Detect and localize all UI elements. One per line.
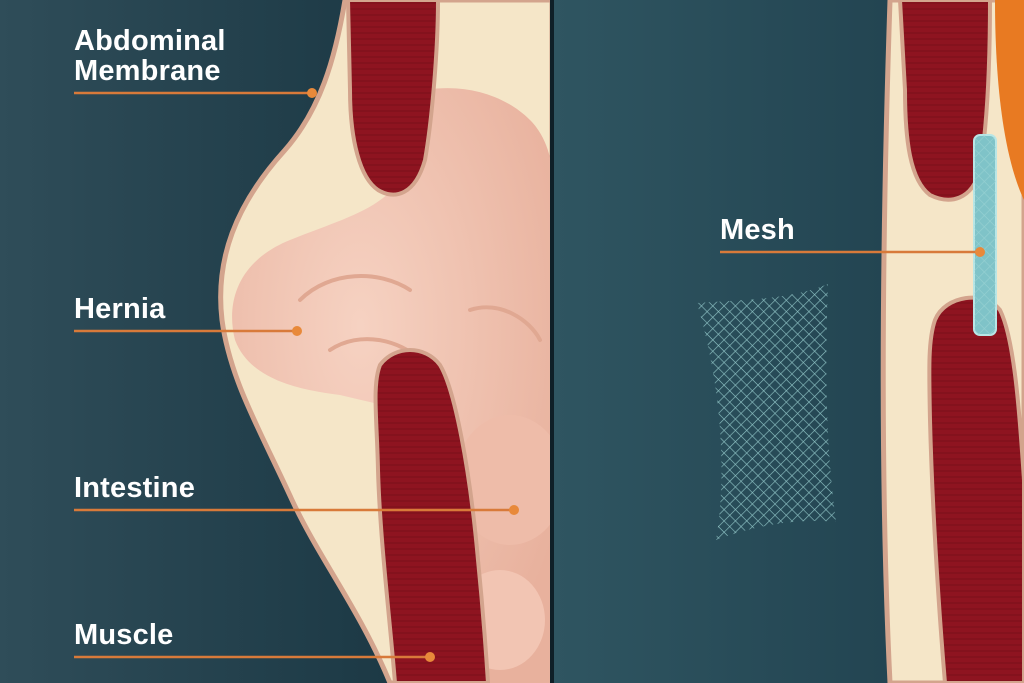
leader-lines: [74, 88, 985, 662]
panel-divider: [550, 0, 554, 683]
label-muscle: Muscle: [74, 619, 174, 651]
membrane-marker: [307, 88, 317, 98]
label-intestine: Intestine: [74, 472, 196, 504]
right-lower-muscle: [927, 295, 1024, 683]
left-panel: [0, 0, 565, 683]
upper-muscle: [345, 0, 441, 197]
hernia-marker: [292, 326, 302, 336]
label-abdominal-line-1: Abdominal: [74, 25, 226, 57]
mesh-marker: [975, 247, 985, 257]
mesh-sheet: [697, 284, 836, 540]
right-panel: [554, 0, 1024, 683]
label-mesh: Mesh: [720, 214, 795, 246]
intestine-marker: [509, 505, 519, 515]
label-abdominal-line-2: Membrane: [74, 55, 221, 87]
label-abdominal-membrane: Abdominal Membrane: [74, 26, 226, 86]
lower-muscle: [373, 348, 491, 683]
label-hernia: Hernia: [74, 293, 166, 325]
right-upper-muscle: [897, 0, 993, 202]
muscle-marker: [425, 652, 435, 662]
intestine-loop: [455, 415, 565, 545]
